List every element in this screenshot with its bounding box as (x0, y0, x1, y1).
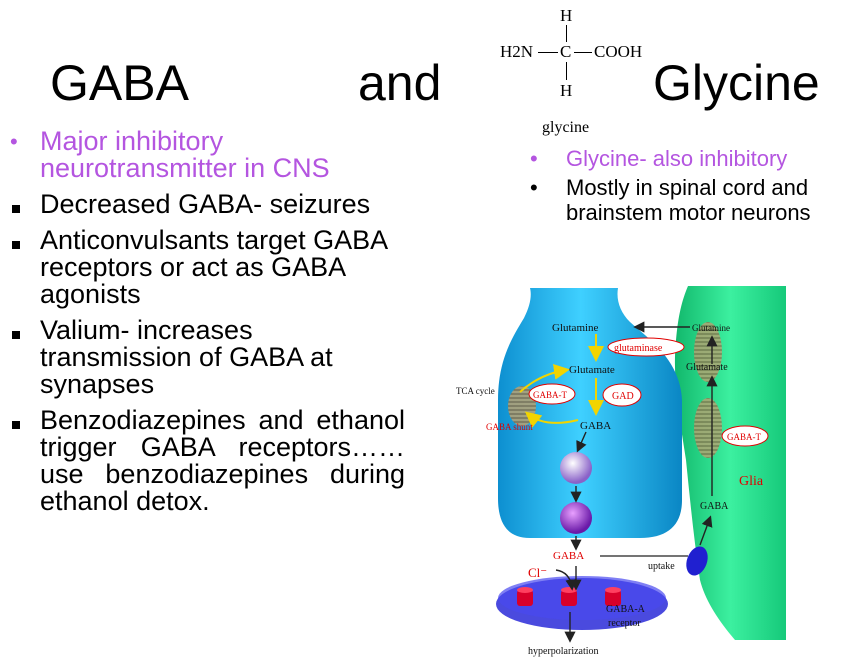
bullet-spinal-cord: • Mostly in spinal cord and brainstem mo… (530, 175, 863, 225)
arrow-tca-to-glutamate (519, 363, 570, 393)
bullet-marker: • (10, 129, 18, 154)
label-gaba-shunt: GABA shunt (486, 422, 533, 432)
label-glia: Glia (739, 474, 764, 489)
uptake-transporter (686, 546, 708, 576)
bullet-marker (10, 317, 34, 344)
bullet-glycine-inhibitory: • Glycine- also inhibitory (530, 146, 863, 171)
bullet-benzodiazepines: Benzodiazepines and ethanol trigger GABA… (10, 407, 405, 515)
title-and: and (358, 55, 442, 111)
label-glutamate: Glutamate (569, 364, 615, 376)
glycine-left-bond (538, 52, 558, 53)
glycine-acid: COOH (594, 42, 643, 61)
label-glutamine: Glutamine (552, 322, 599, 334)
label-gaba-t: GABA-T (533, 390, 567, 400)
label-glia-gaba-t: GABA-T (727, 432, 761, 442)
arrow-gaba-to-vesicle (576, 431, 587, 453)
vesicle-light (560, 452, 592, 484)
glia-cell (674, 286, 786, 640)
glycine-right-bond (574, 52, 592, 53)
glia-gaba-t-oval (721, 425, 769, 447)
bullet-text: Benzodiazepines and ethanol trigger GABA… (40, 405, 405, 516)
gaba-synapse-diagram: Glutamine glutaminase Glutamate TCA cycl… (456, 286, 786, 657)
label-glia-glutamine: Glutamine (692, 323, 730, 333)
glycine-bottom-h: H (560, 81, 573, 100)
receptor-channels (517, 587, 621, 606)
glycine-top-bond (566, 25, 567, 42)
arrow-transporter-to-glia (699, 515, 713, 546)
receptor-disc-top (498, 576, 666, 620)
glycine-caption: glycine (542, 119, 590, 136)
arrow-gaba-shunt (524, 411, 579, 428)
left-bullet-list: • Major inhibitory neurotransmitter in C… (10, 128, 405, 524)
bullet-major-inhibitory: • Major inhibitory neurotransmitter in C… (10, 128, 405, 182)
right-bullet-list: • Glycine- also inhibitory • Mostly in s… (530, 146, 863, 229)
bullet-text: Decreased GABA- seizures (40, 189, 371, 219)
bullet-marker: • (530, 146, 538, 171)
bullet-text: Valium- increases transmission of GABA a… (40, 315, 333, 399)
bullet-marker (10, 227, 34, 254)
bullet-marker: • (530, 175, 538, 200)
label-gaba-a: GABA-A (606, 604, 646, 615)
vesicle-dark (560, 502, 592, 534)
label-chloride: Cl⁻ (528, 565, 547, 580)
bullet-text: Mostly in spinal cord and brainstem moto… (566, 175, 811, 225)
bullet-marker (10, 407, 34, 434)
label-glia-gaba: GABA (700, 501, 729, 512)
gaba-t-oval (528, 383, 576, 405)
label-receptor: receptor (608, 618, 641, 629)
label-gaba-terminal: GABA (580, 420, 611, 432)
bullet-anticonvulsants: Anticonvulsants target GABA receptors or… (10, 227, 405, 308)
label-hyperpolarization: hyperpolarization (528, 646, 599, 657)
title-gaba: GABA (50, 55, 189, 111)
bullet-text: Anticonvulsants target GABA receptors or… (40, 225, 387, 309)
label-glutaminase: glutaminase (614, 343, 663, 354)
glycine-top-h: H (560, 6, 573, 25)
bullet-marker (10, 191, 34, 218)
glutaminase-oval (607, 337, 685, 357)
glia-mitochondrion-mid (694, 398, 722, 458)
gad-oval (602, 383, 642, 407)
glycine-amine: H2N (500, 42, 534, 61)
bullet-text: Glycine- also inhibitory (566, 146, 788, 171)
glycine-bottom-bond (566, 62, 567, 80)
title-glycine: Glycine (653, 55, 820, 111)
label-cleft-gaba: GABA (553, 550, 584, 562)
bullet-text: Major inhibitory neurotransmitter in CNS (40, 126, 330, 183)
label-uptake: uptake (648, 561, 675, 572)
bullet-valium: Valium- increases transmission of GABA a… (10, 317, 405, 398)
label-glia-glutamate: Glutamate (686, 362, 728, 373)
bullet-decreased-gaba: Decreased GABA- seizures (10, 191, 405, 218)
label-tca-cycle: TCA cycle (456, 386, 495, 396)
glycine-carbon: C (560, 42, 572, 61)
label-gad: GAD (612, 391, 634, 402)
